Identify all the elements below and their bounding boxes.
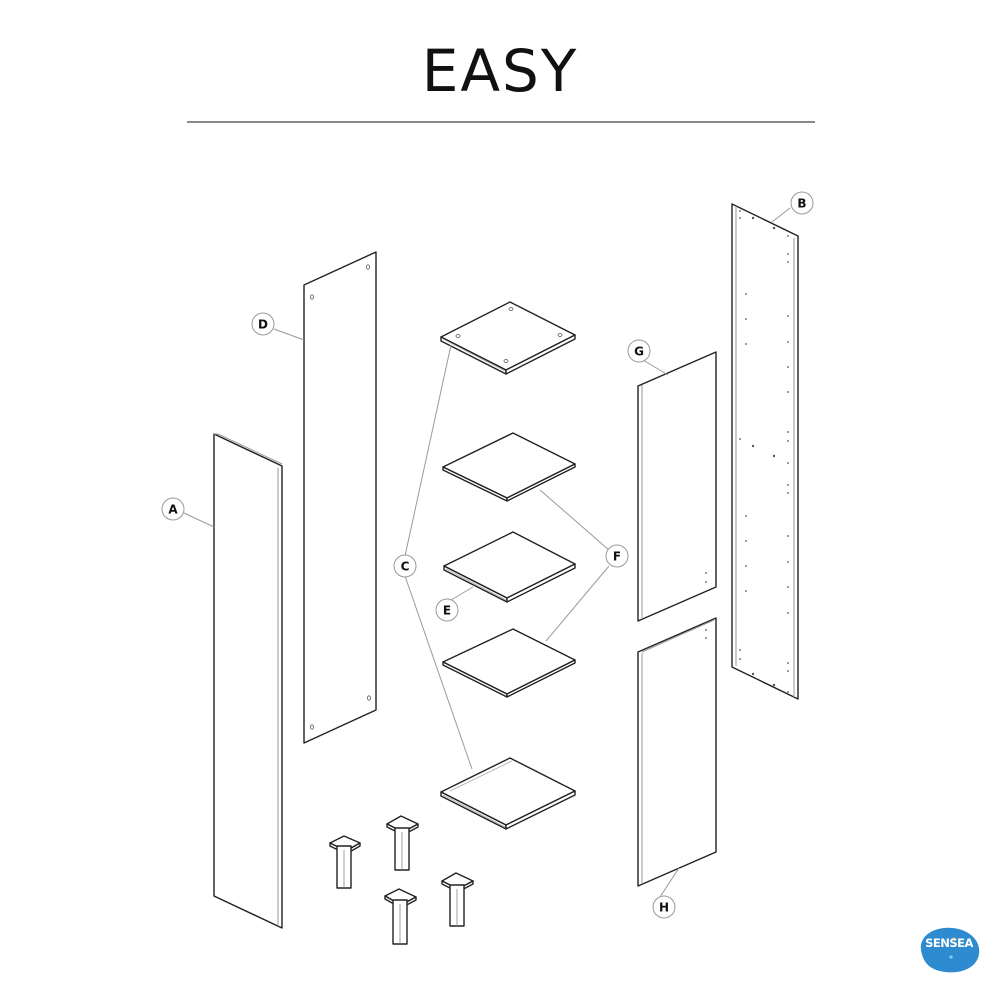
svg-text:E: E: [443, 604, 451, 618]
leg-1: [329, 835, 361, 889]
door-g: [637, 351, 717, 622]
callout-b: B: [790, 191, 814, 215]
callout-a: A: [161, 497, 185, 521]
svg-text:F: F: [613, 550, 621, 564]
callout-e: E: [435, 598, 459, 622]
sensea-logo-text: SENSEA: [925, 936, 973, 950]
panel-b: [731, 203, 799, 700]
svg-text:H: H: [659, 901, 669, 915]
svg-text:A: A: [168, 503, 178, 517]
door-h: [637, 617, 717, 887]
title-divider: [187, 121, 815, 123]
panel-a: [213, 433, 283, 929]
callouts: A B C D E F G H: [161, 191, 814, 919]
callout-h: H: [652, 895, 676, 919]
leg-3: [384, 888, 417, 945]
shelf-e: [443, 531, 576, 603]
svg-text:C: C: [401, 560, 410, 574]
leg-2: [386, 815, 419, 871]
svg-text:B: B: [797, 197, 806, 211]
callout-g: G: [627, 339, 651, 363]
callout-c: C: [393, 554, 417, 578]
sensea-logo: [920, 927, 980, 973]
svg-text:G: G: [634, 345, 644, 359]
panel-d: [303, 251, 377, 744]
leg-4: [441, 872, 474, 927]
callout-d: D: [251, 312, 275, 336]
callout-f: F: [605, 544, 629, 568]
shelf-f-lower: [442, 628, 576, 698]
panel-c-bottom: [440, 757, 576, 830]
leader-lines: [183, 207, 791, 898]
page-title: EASY: [421, 37, 579, 105]
panel-c-top: [440, 301, 576, 375]
shelf-f-upper: [442, 432, 576, 502]
legs: [329, 815, 474, 945]
svg-text:D: D: [258, 318, 268, 332]
